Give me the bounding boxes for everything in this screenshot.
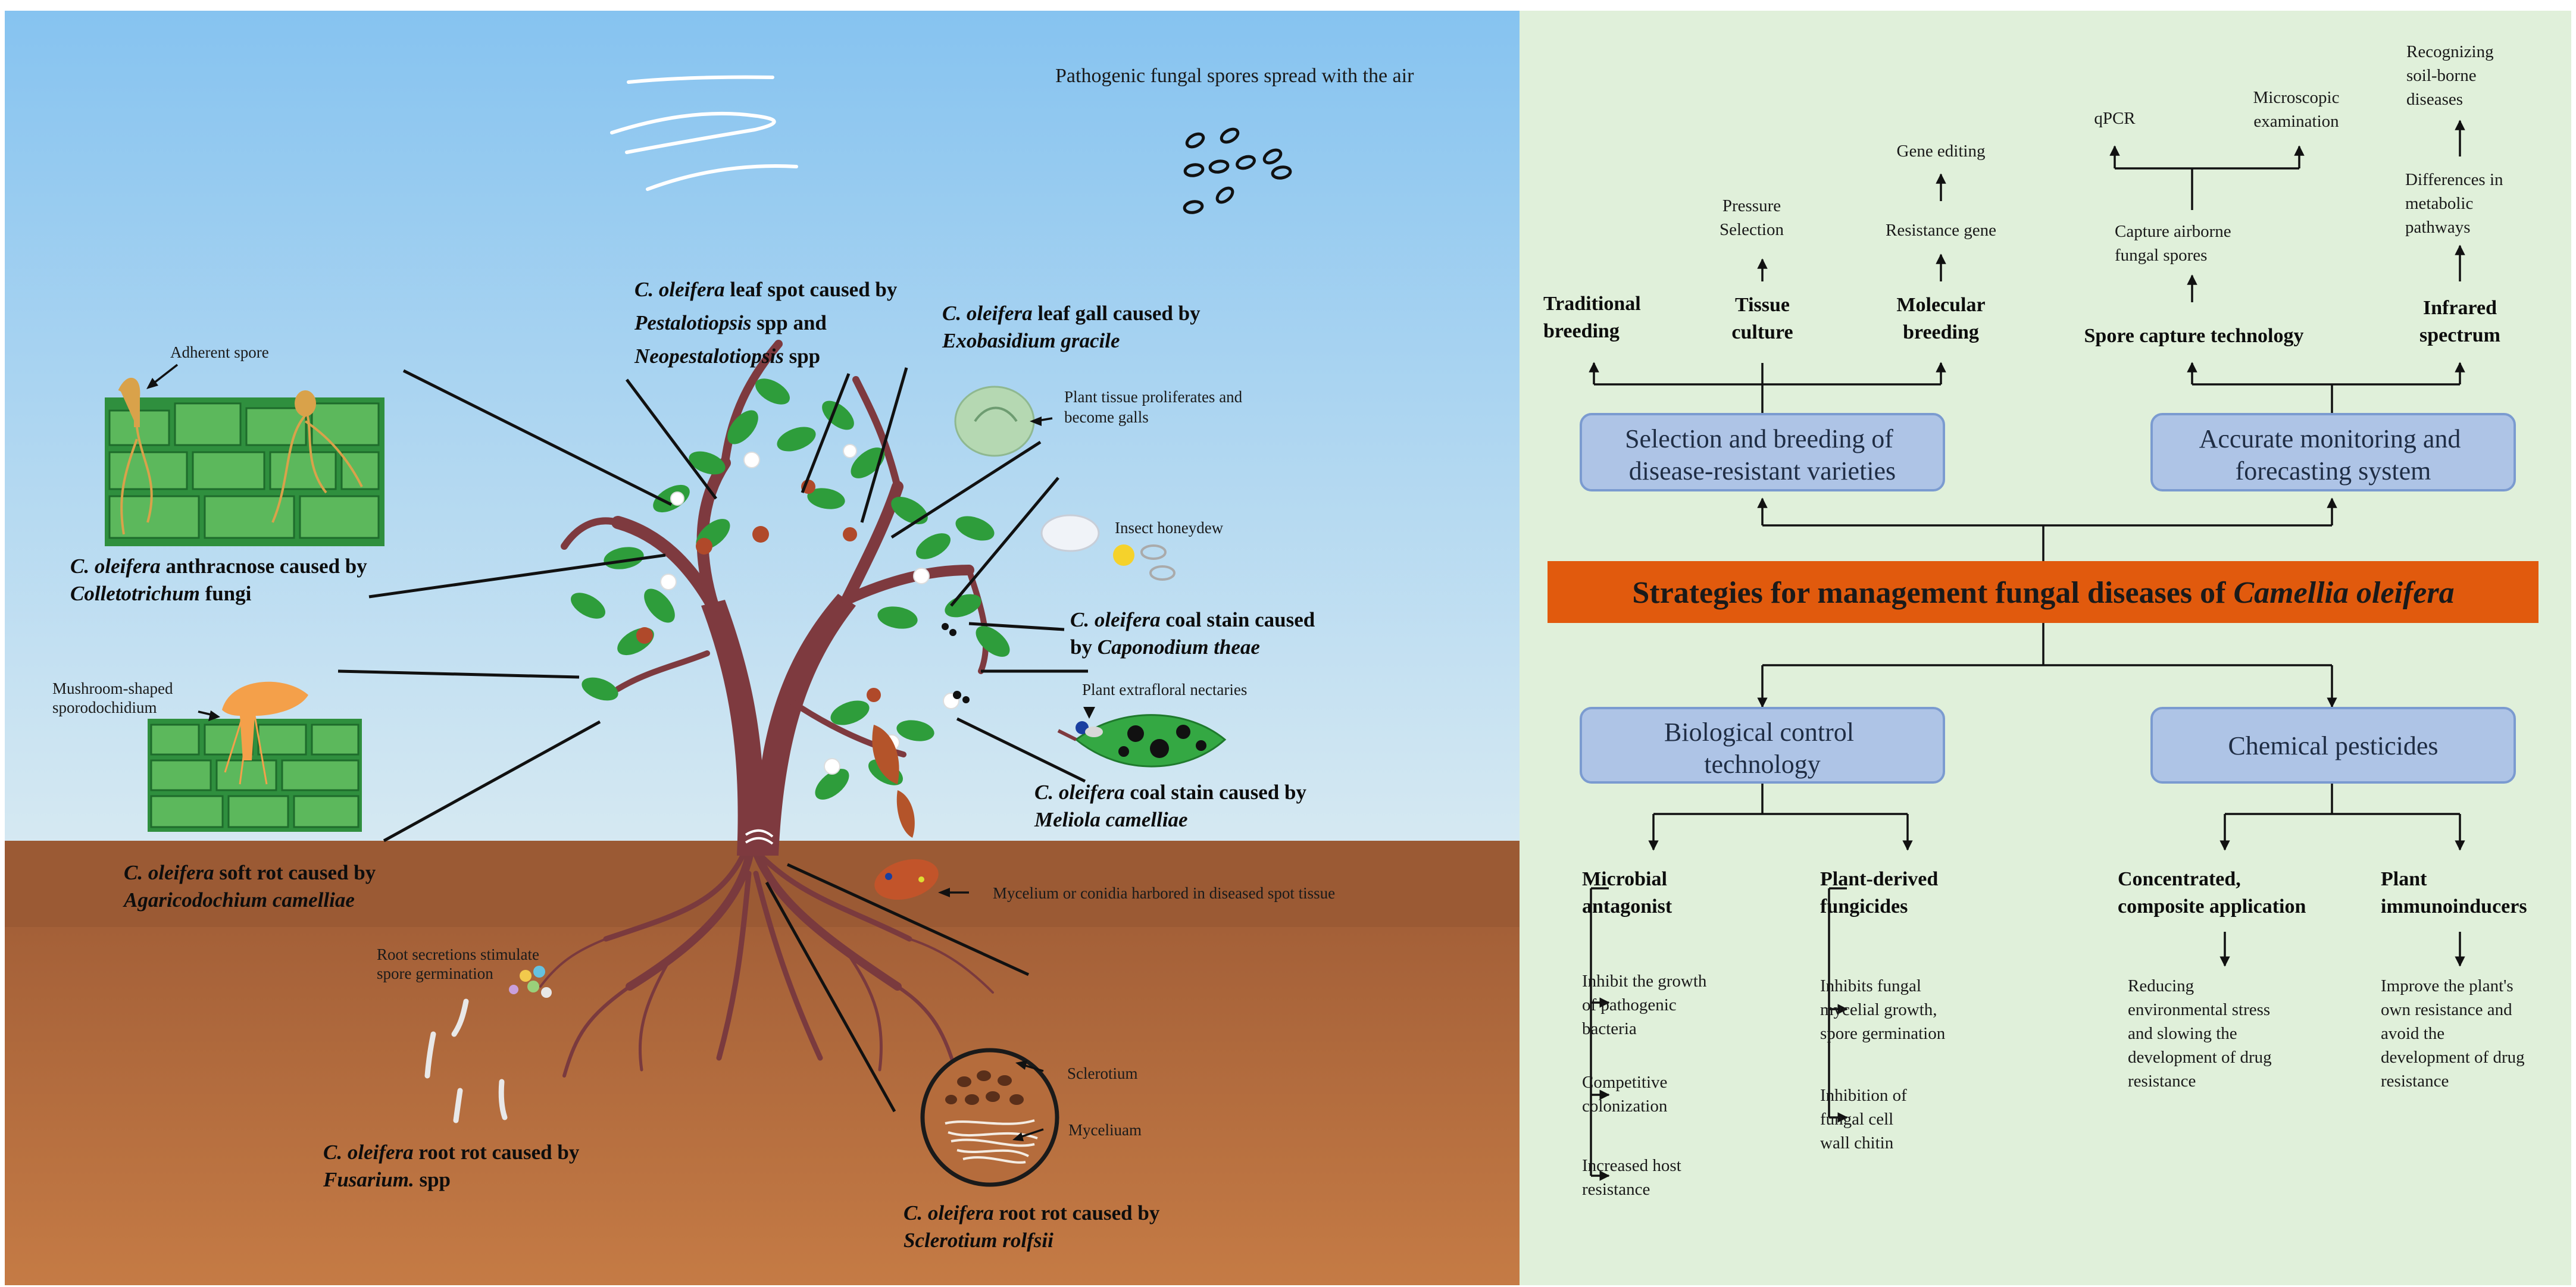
nectaries-label: Plant extrafloral nectaries	[1082, 681, 1247, 699]
title-bar	[1548, 561, 2539, 623]
tree-illustration	[561, 340, 1010, 856]
gall-note: Plant tissue proliferates and become gal…	[1064, 388, 1246, 426]
gene-editing: Gene editing	[1897, 142, 1986, 161]
honeydew-label: Insect honeydew	[1115, 519, 1224, 537]
gall-icon	[954, 386, 1053, 457]
sclerotium-icon	[920, 1048, 1059, 1187]
svg-text:Selection and breeding of: Selection and breeding of disease-resist…	[1625, 424, 1900, 486]
anthracnose-label: C. oleifera anthracnose caused by Collet…	[70, 555, 373, 605]
disease-illustration: Pathogenic fungal spores spread with the…	[5, 11, 1520, 1285]
root-rot-label-2: C. oleifera root rot caused by Sclerotiu…	[904, 1201, 1165, 1252]
soil	[5, 927, 1520, 1285]
box-chemical: Chemical pesticides	[2150, 707, 2516, 784]
box-monitoring: Accurate monitoring and forecasting syst…	[2150, 413, 2516, 491]
soft-rot-label: C. oleifera soft rot caused by Agaricodo…	[123, 861, 381, 912]
honeydew-icon	[1040, 514, 1176, 581]
spore-icon	[1183, 127, 1292, 214]
qpcr: qPCR	[2094, 109, 2136, 128]
coal-stain-label-1: C. oleifera coal stain caused by Caponod…	[1070, 608, 1320, 659]
title-text: Strategies for management fungal disease…	[1632, 576, 2454, 610]
air-caption: Pathogenic fungal spores spread with the…	[1055, 65, 1414, 87]
resistance-gene: Resistance gene	[1886, 221, 1996, 240]
leaf-gall-label: C. oleifera leaf gall caused by Exobasid…	[942, 302, 1205, 352]
diseased-leaf-icon	[1057, 707, 1227, 768]
svg-text:Biological control techn: Biological control technology	[1664, 718, 1861, 779]
panel-background	[1520, 11, 2571, 1285]
root-secretion-label: Root secretions stimulate spore germinat…	[377, 945, 543, 982]
wind-icon	[610, 75, 798, 191]
diseased-fruit-icon	[874, 859, 969, 900]
soft-rot-cell-icon	[148, 681, 362, 832]
management-strategy-flowchart: Strategies for management fungal disease…	[1520, 11, 2571, 1285]
box-biological: Biological control technology	[1580, 707, 1945, 784]
mycelium-note: Mycelium or conidia harbored in diseased…	[993, 884, 1335, 902]
svg-text:Accurate monitoring and: Accurate monitoring and forecasting syst…	[2199, 424, 2468, 486]
concentrated-application: Concentrated,composite application	[2118, 868, 2306, 918]
box-selection: Selection and breeding of disease-resist…	[1580, 413, 1945, 491]
mushroom-label: Mushroom-shaped sporodochidium	[52, 679, 177, 716]
pointer-lines	[337, 367, 1088, 1113]
myceliuam-label: Myceliuam	[1068, 1121, 1142, 1139]
sclerotium-label: Sclerotium	[1067, 1064, 1137, 1082]
root-secretion-icon	[509, 966, 552, 998]
cell-layer-icon	[105, 364, 384, 546]
root-rot-label-1: C. oleifera root rot caused by Fusarium.…	[323, 1141, 584, 1191]
spore-capture: Spore capture technology	[2084, 325, 2304, 347]
fusarium-spore-icon	[424, 998, 508, 1123]
leaf-spot-label: C. oleifera leaf spot caused by Pestalot…	[634, 278, 902, 368]
coal-stain-label-2: C. oleifera coal stain caused by Meliola…	[1034, 781, 1312, 831]
connectors	[1589, 120, 2465, 1181]
adherent-spore-label: Adherent spore	[170, 343, 269, 361]
svg-text:Chemical pesticides: Chemical pesticides	[2228, 731, 2438, 760]
